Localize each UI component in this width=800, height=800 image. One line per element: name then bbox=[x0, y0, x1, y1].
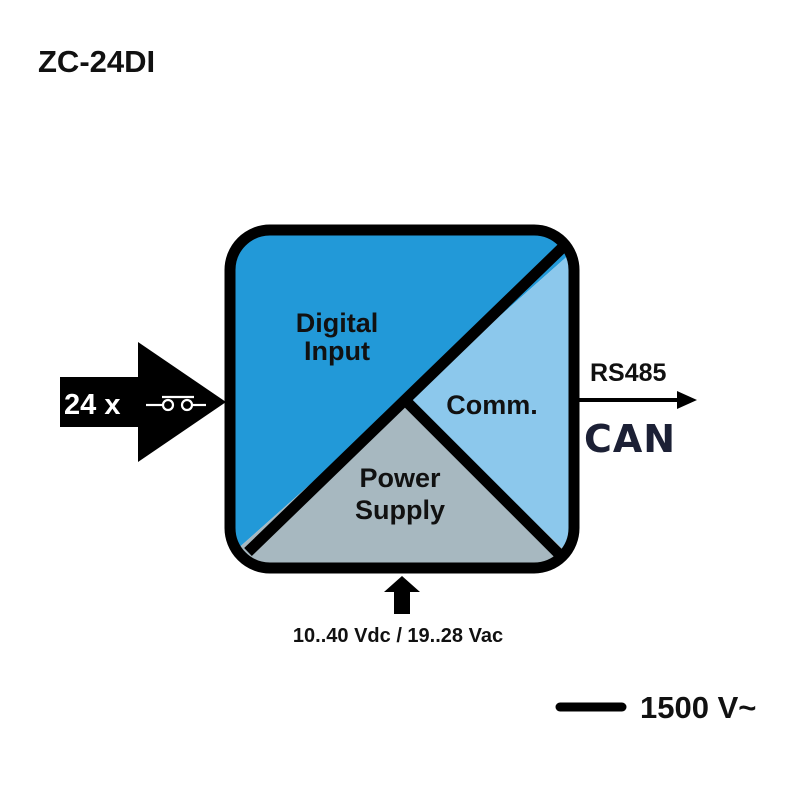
digital-input-label-line1: Digital bbox=[296, 308, 379, 338]
power-range-label: 10..40 Vdc / 19..28 Vac bbox=[293, 625, 503, 647]
output-arrow bbox=[578, 391, 697, 409]
power-input-arrow bbox=[384, 576, 420, 614]
power-supply-label-line1: Power bbox=[359, 463, 441, 493]
power-supply-section bbox=[230, 400, 574, 568]
module-border bbox=[224, 224, 580, 574]
module-body bbox=[230, 230, 574, 568]
diagram-title: ZC-24DI bbox=[38, 44, 156, 79]
can-logo: CAN bbox=[584, 417, 676, 461]
power-supply-label-line2: Supply bbox=[355, 495, 445, 525]
input-arrow: 24 x bbox=[60, 342, 226, 462]
comm-section bbox=[405, 245, 574, 565]
digital-input-label-line2: Input bbox=[304, 336, 370, 366]
contact-switch-icon bbox=[146, 395, 206, 412]
digital-input-section bbox=[230, 230, 574, 560]
rs485-label: RS485 bbox=[590, 359, 667, 387]
divider-power bbox=[401, 396, 564, 559]
comm-label: Comm. bbox=[446, 390, 538, 420]
isolation-label: 1500 V~ bbox=[640, 690, 756, 725]
input-count-label: 24 x bbox=[64, 389, 120, 421]
